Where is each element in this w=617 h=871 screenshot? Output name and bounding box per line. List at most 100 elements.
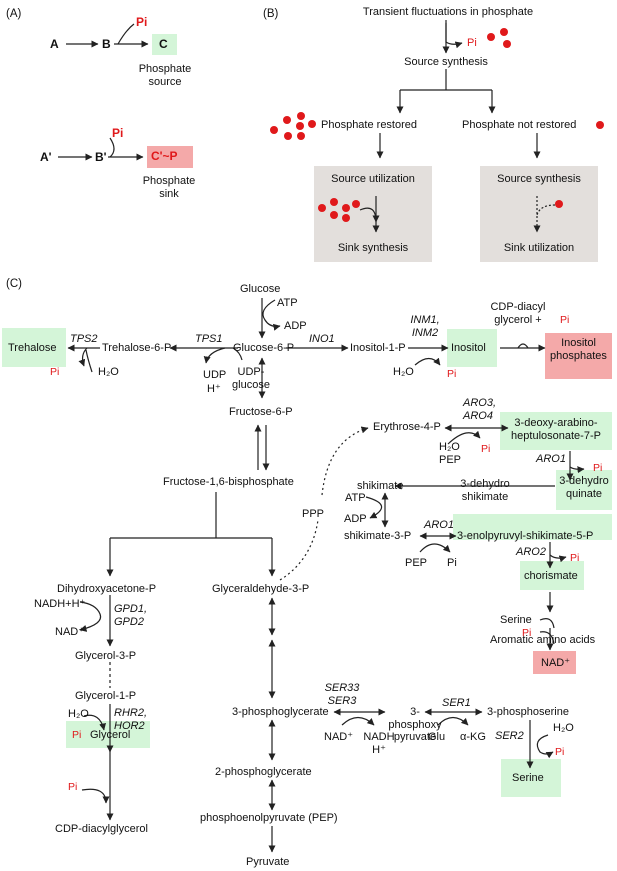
enzyme-aro2: ARO2 — [516, 546, 546, 558]
cdp-diacylglycerol-substrate: CDP-diacyl glycerol + — [490, 301, 546, 326]
phosphate-sink-label: Phosphate sink — [142, 175, 196, 200]
enzyme-tps1: TPS1 — [195, 333, 223, 345]
pi-dot — [503, 40, 511, 48]
3-phosphoxypyruvate: 3-phosphoxy pyruvate — [388, 706, 442, 744]
glycerol: Glycerol — [90, 729, 131, 741]
pi-dehydroquinate: Pi — [593, 462, 603, 474]
enzyme-ino1: INO1 — [309, 333, 335, 345]
pi-dot — [330, 211, 338, 219]
pi-dot — [283, 116, 291, 124]
pi-dot — [270, 126, 278, 134]
metabolite-c: C — [159, 37, 168, 51]
phosphoenolpyruvate: phosphoenolpyruvate (PEP) — [200, 812, 338, 824]
pi-dot — [297, 132, 305, 140]
nadh-h: NADH+H⁺ — [34, 598, 86, 610]
glycerol-box — [66, 721, 150, 748]
cdp-diacylglycerol: CDP-diacylglycerol — [55, 823, 148, 835]
pi-dot — [284, 132, 292, 140]
enzyme-rhr: RHR2, HOR2 — [114, 707, 148, 732]
nad-plus: NAD⁺ — [541, 657, 571, 669]
metabolite-a: A — [50, 37, 59, 51]
pi-inositol: Pi — [447, 368, 457, 380]
2-phosphoglycerate: 2-phosphoglycerate — [215, 766, 312, 778]
pi-dot — [555, 200, 563, 208]
pi-dot — [352, 200, 360, 208]
3-dehydroquinate: 3-dehydro quinate — [559, 475, 609, 500]
pi-trehalose: Pi — [50, 366, 60, 378]
pi-dot — [330, 198, 338, 206]
fluctuations-label: Transient fluctuations in phosphate — [362, 6, 534, 18]
pep-epsp: PEP — [405, 557, 428, 569]
nadh-ser: NADH H⁺ — [363, 731, 395, 756]
3-dehydroshikimate: 3-dehydro shikimate — [460, 478, 510, 503]
pi-dahp: Pi — [481, 443, 491, 455]
source-synthesis-box-label: Source synthesis — [497, 173, 581, 185]
glycerol-1-p: Glycerol-1-P — [75, 690, 137, 702]
serine: Serine — [512, 772, 544, 784]
source-box-c — [152, 34, 177, 55]
h2o-dahp: H₂O — [439, 441, 460, 453]
enzyme-tps2: TPS2 — [70, 333, 98, 345]
sink-synthesis-label: Sink synthesis — [337, 242, 409, 254]
pi-dot — [308, 120, 316, 128]
pi-dot — [318, 204, 326, 212]
pi-dot — [596, 121, 604, 129]
metabolite-a-prime: A' — [40, 150, 52, 164]
pi-dot — [487, 33, 495, 41]
pi-cdp-dag: Pi — [68, 781, 78, 793]
nad-ser: NAD⁺ — [324, 731, 354, 743]
inositol: Inositol — [451, 342, 486, 354]
glucose: Glucose — [240, 283, 281, 295]
nad-gpd: NAD⁺ — [55, 626, 85, 638]
pi-epsp: Pi — [447, 557, 457, 569]
pi-dot — [297, 112, 305, 120]
enzyme-aro1-b: ARO1 — [424, 519, 454, 531]
inositol-phosphates: Inositol phosphates — [550, 337, 607, 362]
pi-consumed: Pi — [112, 126, 124, 140]
h2o-trehalose: H₂O — [98, 366, 119, 378]
panel-label-b: (B) — [263, 8, 279, 20]
h2o-glycerol: H₂O — [68, 708, 89, 720]
udp-glucose: UDP- glucose — [232, 366, 270, 391]
enzyme-aro3-aro4: ARO3, ARO4 — [463, 397, 497, 422]
ppp: PPP — [302, 508, 325, 520]
glucose-6-p: Glucose-6-P — [233, 342, 295, 354]
pi-chorismate: Pi — [570, 552, 580, 564]
h2o-inositol: H₂O — [393, 366, 414, 378]
adp-shikimate: ADP — [344, 513, 367, 525]
serine-aromatic: Serine — [500, 614, 532, 626]
pi-fluctuation: Pi — [467, 37, 477, 49]
enzyme-ser2: SER2 — [495, 730, 524, 742]
dehydroquinate-box — [556, 470, 612, 510]
enzyme-ser33: SER33 SER3 — [324, 682, 360, 707]
metabolite-b-prime: B' — [95, 150, 107, 164]
pi-dot — [296, 122, 304, 130]
glu: Glu — [428, 731, 446, 743]
aromatic-amino-acids: Aromatic amino acids — [490, 634, 596, 646]
fructose-1-6-bisphosphate: Fructose-1,6-bisphosphate — [163, 476, 294, 488]
atp-shikimate: ATP — [345, 492, 366, 504]
enzyme-gpd: GPD1, GPD2 — [114, 603, 148, 628]
fructose-6-p: Fructose-6-P — [229, 406, 293, 418]
pi-dot — [342, 204, 350, 212]
source-synthesis-label: Source synthesis — [404, 56, 488, 68]
pi-nad: Pi — [522, 627, 532, 639]
epsp: 3-enolpyruvyl-shikimate-5-P — [457, 530, 594, 542]
phosphate-not-restored-label: Phosphate not restored — [462, 119, 577, 131]
dahp-box — [500, 412, 612, 450]
atp: ATP — [277, 297, 298, 309]
alpha-kg: α-KG — [460, 731, 486, 743]
inositol-box — [447, 329, 497, 367]
enzyme-aro1-a: ARO1 — [536, 453, 566, 465]
h-plus: H⁺ — [207, 383, 221, 395]
pi-cdp: Pi — [560, 314, 570, 326]
trehalose-box — [2, 328, 66, 367]
dihydroxyacetone-p: Dihydroxyacetone-P — [57, 583, 157, 595]
metabolite-b: B — [102, 37, 111, 51]
shikimate: shikimate — [357, 480, 404, 492]
trehalose-6-p: Trehalose-6-P — [102, 342, 172, 354]
inositol-phosphates-box — [545, 333, 612, 379]
pi-dot — [342, 214, 350, 222]
